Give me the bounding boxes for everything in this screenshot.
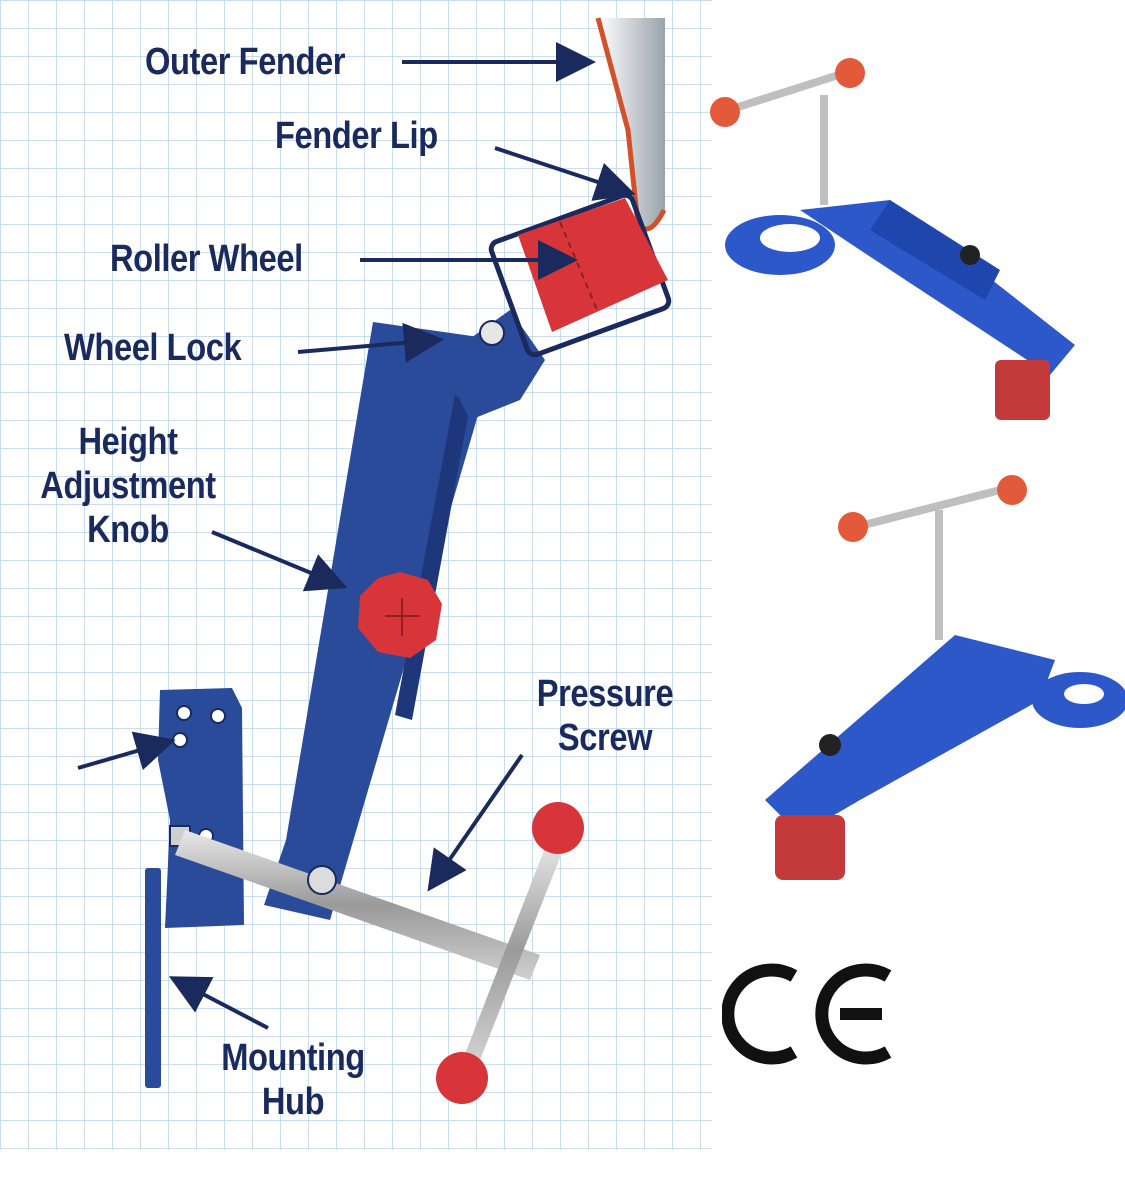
height-adjustment-knob-shape: [358, 572, 442, 658]
pressure-screw-knob-top: [532, 802, 584, 854]
arrow-height-knob: [211, 530, 348, 592]
label-height-line-2: Adjustment: [40, 465, 216, 507]
arrow-pressure-screw: [427, 753, 524, 892]
pressure-screw-knob-bottom: [436, 1052, 488, 1104]
roller-wheel-shape: [479, 192, 672, 358]
label-pressure-screw: Pressure Screw: [515, 672, 696, 760]
pressure-screw-shape: [175, 802, 584, 1104]
label-wheel-lock: Wheel Lock: [64, 327, 242, 369]
wheel-lock-bolt: [479, 320, 505, 346]
label-mounting-hub: Mounting Hub: [203, 1036, 384, 1124]
label-pressure-line-2: Screw: [557, 717, 653, 759]
label-outer-fender: Outer Fender: [145, 41, 346, 83]
ce-mark-icon: [722, 963, 892, 1065]
label-height-line-1: Height: [78, 421, 178, 463]
label-fender-lip: Fender Lip: [275, 115, 438, 157]
arrow-mounting-hub: [168, 976, 269, 1030]
product-photo-top: [710, 58, 1075, 420]
label-roller-wheel: Roller Wheel: [110, 238, 303, 280]
label-pressure-line-1: Pressure: [536, 673, 674, 715]
leader-arrows: [77, 42, 636, 1030]
label-mounting-line-2: Hub: [261, 1081, 325, 1123]
product-photo-bottom: [765, 475, 1125, 880]
label-mounting-line-1: Mounting: [221, 1037, 365, 1079]
arrow-plate-hole: [77, 731, 176, 771]
arrow-wheel-lock: [297, 322, 444, 363]
arrow-fender-lip: [494, 146, 636, 201]
label-height-adjustment-knob: Height Adjustment Knob: [33, 420, 222, 552]
label-height-line-3: Knob: [87, 509, 169, 551]
